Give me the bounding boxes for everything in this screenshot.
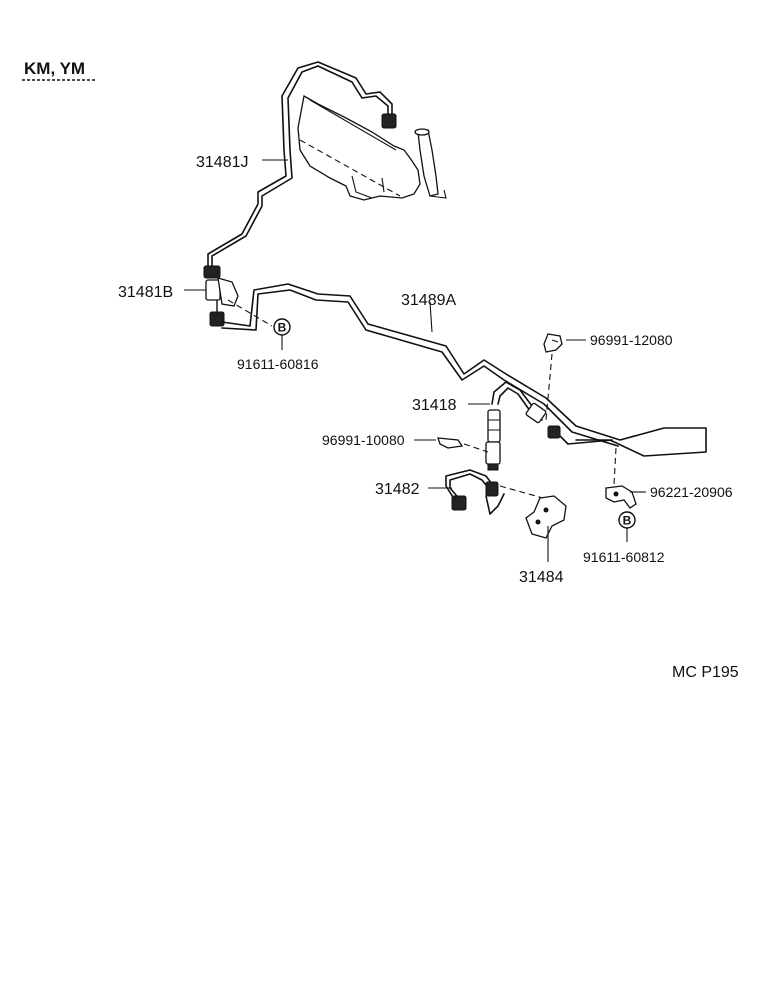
label-31484: 31484: [519, 569, 564, 586]
flex-hose-31418: [485, 381, 561, 471]
label-91611-60816: 91611-60816: [237, 356, 319, 372]
svg-text:B: B: [623, 514, 632, 528]
clip-96991-10080: [437, 437, 464, 449]
leader-31489A: [429, 301, 433, 333]
label-31418: 31418: [412, 397, 457, 414]
callout-b-60816: B: [273, 318, 291, 336]
bolt-dashed-line-1: [227, 299, 273, 327]
brake-pipe-31482: [445, 469, 505, 515]
clip-dashed-line-2: [463, 443, 489, 453]
model-header: KM, YM: [24, 59, 85, 78]
clip-dashed-line-1: [545, 353, 553, 421]
master-cylinder-assembly: [297, 94, 447, 201]
bracket-31484: [525, 495, 567, 539]
label-96221-20906: 96221-20906: [650, 484, 733, 500]
label-96991-12080: 96991-12080: [590, 332, 673, 348]
brake-pipe-31481J: [207, 61, 397, 271]
clamp-dashed-line: [613, 447, 617, 485]
label-31481J: 31481J: [196, 154, 249, 171]
pipe-joint-31481B: [203, 265, 239, 327]
label-31482: 31482: [375, 481, 420, 498]
label-31481B: 31481B: [118, 284, 173, 301]
clamp-96221-20906: [605, 485, 637, 509]
callout-b-60812: B: [618, 511, 636, 529]
label-96991-10080: 96991-10080: [322, 432, 405, 448]
diagram-reference: MC P195: [672, 664, 739, 681]
label-91611-60812: 91611-60812: [583, 549, 665, 565]
clip-96991-12080: [543, 333, 563, 353]
svg-text:B: B: [278, 321, 287, 335]
label-31489A: 31489A: [401, 292, 456, 309]
